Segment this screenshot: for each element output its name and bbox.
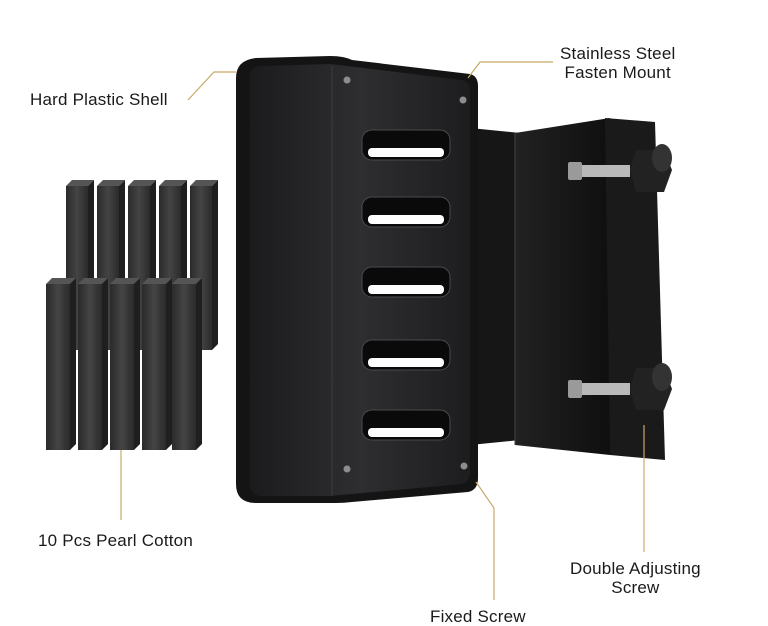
adjusting-screw-label: Double Adjusting Screw [570,559,701,597]
pearl-cotton-stack [46,180,218,450]
pearl-cotton-label: 10 Pcs Pearl Cotton [38,531,193,550]
hard-plastic-shell [236,56,478,503]
vent-slot-light [368,358,444,367]
foam-block [110,278,140,450]
foam-block [172,278,202,450]
foam-block [46,278,76,450]
fixed-screw-label: Fixed Screw [430,607,526,626]
vent-slot-light [368,148,444,157]
vent-slot-light [368,215,444,224]
leader-lines [120,61,645,600]
foam-block [142,278,172,450]
fasten-mount-label: Stainless Steel Fasten Mount [560,44,676,82]
double-adjusting-screw [568,144,672,410]
hard-plastic-shell-label: Hard Plastic Shell [30,90,168,109]
steel-mount-bracket [470,118,665,460]
fixed-screw-icons [343,76,468,473]
top-screw-icon [568,144,672,192]
bottom-screw-icon [568,363,672,410]
foam-block [78,278,108,450]
vent-slot-light [368,285,444,294]
vent-slot-light [368,428,444,437]
